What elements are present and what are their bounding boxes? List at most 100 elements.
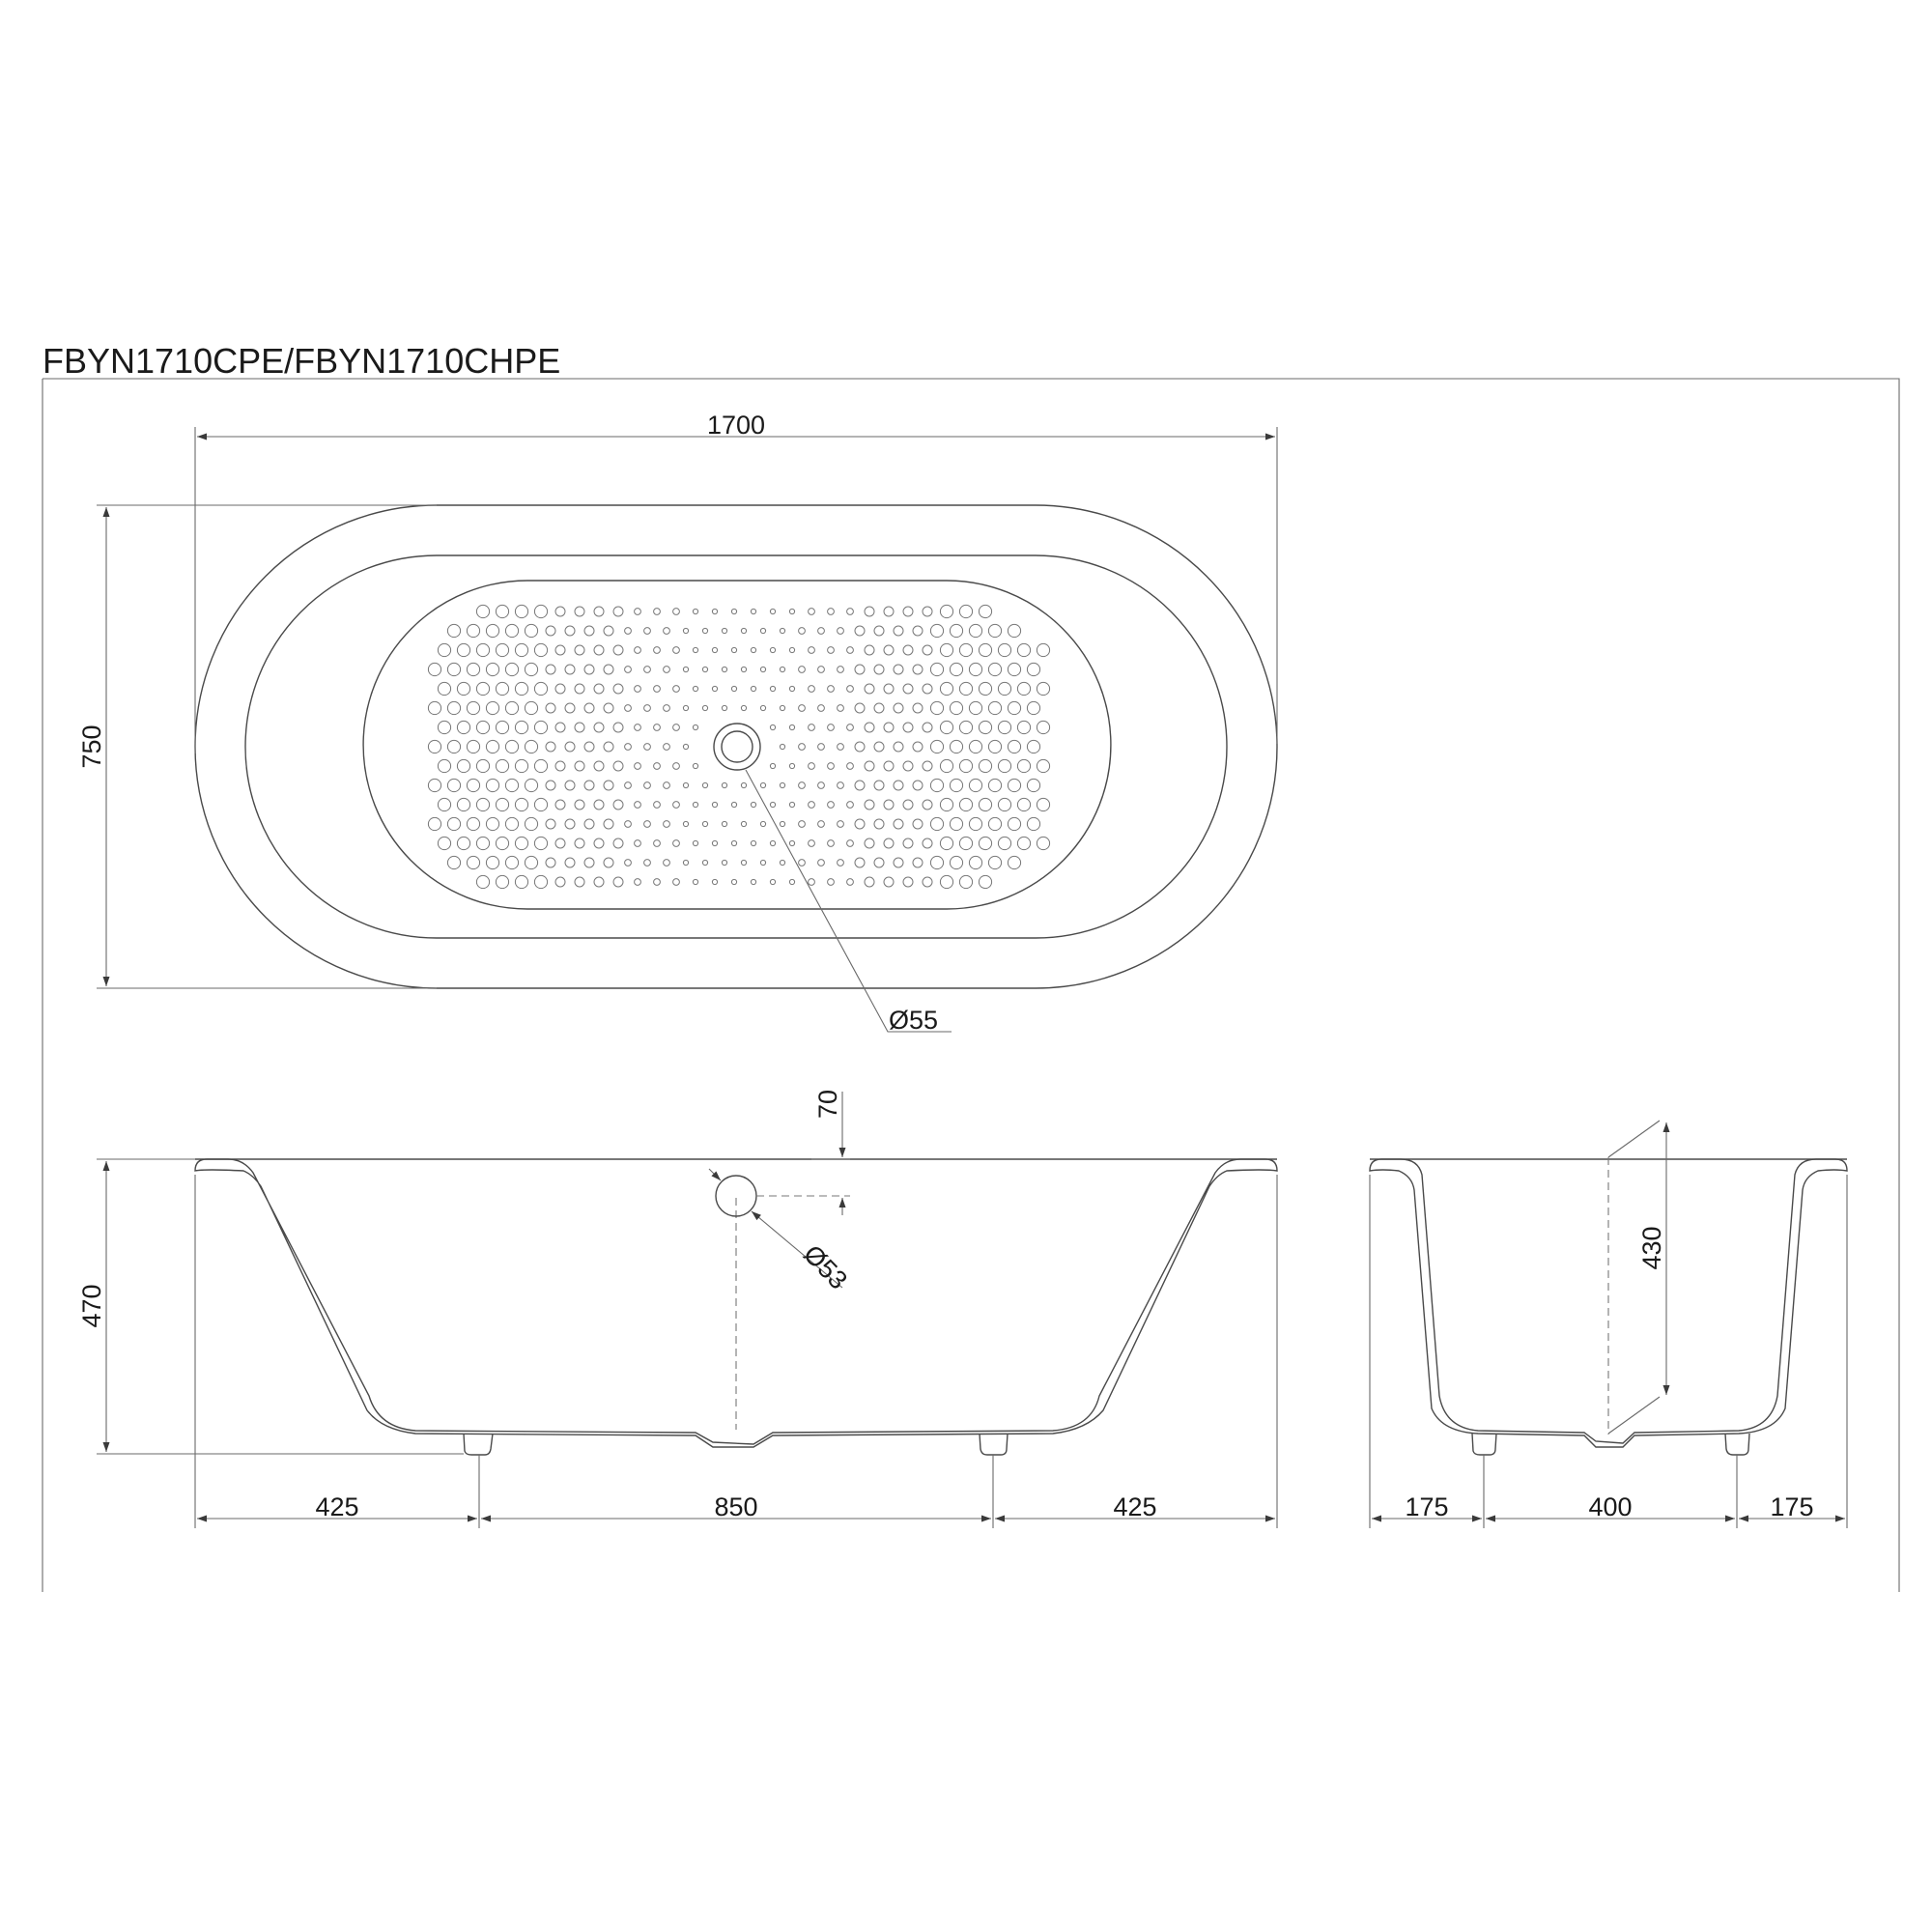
anti-slip-dot xyxy=(634,646,641,654)
anti-slip-dot xyxy=(864,722,875,733)
anti-slip-dot xyxy=(701,666,709,673)
anti-slip-dot xyxy=(854,780,866,791)
anti-slip-dot xyxy=(701,627,709,635)
anti-slip-dot xyxy=(779,627,786,635)
anti-slip-dot xyxy=(750,646,757,654)
anti-slip-dot xyxy=(854,625,866,637)
anti-slip-dot xyxy=(968,855,983,870)
anti-slip-dot xyxy=(533,836,549,851)
anti-slip-dot xyxy=(958,836,974,851)
dim-height-label: 470 xyxy=(77,1284,106,1327)
anti-slip-dot xyxy=(922,722,933,733)
anti-slip-dot xyxy=(978,836,993,851)
anti-slip-dot xyxy=(495,797,510,812)
anti-slip-dot xyxy=(788,724,796,731)
drawing-title: FBYN1710CPE/FBYN1710CHPE xyxy=(43,341,560,381)
anti-slip-dot xyxy=(711,646,719,654)
anti-slip-dot xyxy=(692,685,699,693)
anti-slip-dot xyxy=(672,685,680,693)
anti-slip-dot xyxy=(564,818,576,830)
anti-slip-dot xyxy=(533,720,549,735)
anti-slip-dot xyxy=(730,878,738,886)
anti-slip-dot xyxy=(721,627,728,635)
anti-slip-dot xyxy=(788,801,796,809)
anti-slip-dot xyxy=(437,836,452,851)
anti-slip-dot xyxy=(701,859,709,867)
anti-slip-dot xyxy=(750,685,757,693)
anti-slip-dot xyxy=(1007,855,1022,870)
anti-slip-dot xyxy=(574,876,585,888)
anti-slip-dot xyxy=(846,839,854,847)
anti-slip-dot xyxy=(997,642,1012,658)
anti-slip-dot xyxy=(485,778,500,793)
anti-slip-dot xyxy=(883,760,895,772)
anti-slip-dot xyxy=(902,838,914,849)
anti-slip-dot xyxy=(466,739,481,754)
anti-slip-dot xyxy=(759,627,767,635)
anti-slip-dot xyxy=(817,743,825,751)
anti-slip-dot xyxy=(883,683,895,695)
anti-slip-dot xyxy=(456,836,471,851)
tub-floor xyxy=(362,580,1112,910)
anti-slip-dot xyxy=(968,662,983,677)
anti-slip-dot xyxy=(446,662,462,677)
anti-slip-dot xyxy=(682,704,690,712)
anti-slip-dot xyxy=(612,799,624,810)
anti-slip-dot xyxy=(958,797,974,812)
anti-slip-dot xyxy=(1007,778,1022,793)
anti-slip-dot xyxy=(893,818,904,830)
anti-slip-dot xyxy=(672,801,680,809)
anti-slip-dot xyxy=(827,762,835,770)
anti-slip-dot xyxy=(873,625,885,637)
anti-slip-dot xyxy=(692,762,699,770)
anti-slip-dot xyxy=(446,855,462,870)
anti-slip-dot xyxy=(643,743,651,751)
anti-slip-dot xyxy=(446,778,462,793)
anti-slip-dot xyxy=(624,859,632,867)
anti-slip-dot xyxy=(603,780,614,791)
anti-slip-dot xyxy=(624,627,632,635)
anti-slip-dot xyxy=(1016,642,1032,658)
anti-slip-dot xyxy=(692,646,699,654)
anti-slip-dot xyxy=(997,758,1012,774)
anti-slip-dot xyxy=(653,839,661,847)
anti-slip-dot xyxy=(583,702,595,714)
anti-slip-dot xyxy=(466,855,481,870)
anti-slip-dot xyxy=(939,797,954,812)
overflow-leader xyxy=(751,1210,843,1289)
anti-slip-dot xyxy=(583,780,595,791)
anti-slip-dot xyxy=(495,720,510,735)
anti-slip-dot xyxy=(997,720,1012,735)
anti-slip-dot xyxy=(643,781,651,789)
anti-slip-dot xyxy=(456,642,471,658)
anti-slip-dot xyxy=(978,681,993,696)
anti-slip-dot xyxy=(446,700,462,716)
anti-slip-dot xyxy=(949,855,964,870)
anti-slip-dot xyxy=(593,606,605,617)
anti-slip-dot xyxy=(939,642,954,658)
anti-slip-dot xyxy=(827,724,835,731)
anti-slip-dot xyxy=(701,820,709,828)
anti-slip-dot xyxy=(846,685,854,693)
anti-slip-dot xyxy=(893,780,904,791)
anti-slip-dot xyxy=(1007,700,1022,716)
top-view: Ø55 1700 750 xyxy=(77,411,1278,1035)
anti-slip-dot xyxy=(485,816,500,832)
anti-slip-dot xyxy=(912,625,923,637)
anti-slip-dot xyxy=(643,820,651,828)
anti-slip-dot xyxy=(779,781,786,789)
dim-length-label: 1700 xyxy=(707,411,765,440)
anti-slip-dot xyxy=(912,780,923,791)
anti-slip-dot xyxy=(721,820,728,828)
anti-slip-dot xyxy=(987,623,1003,639)
front-view: Ø53 70 470 425 850 425 xyxy=(77,1090,1278,1528)
anti-slip-dot xyxy=(603,857,614,868)
drain-leader xyxy=(745,769,952,1033)
anti-slip-dot xyxy=(437,642,452,658)
anti-slip-dot xyxy=(466,623,481,639)
anti-slip-dot xyxy=(437,681,452,696)
anti-slip-dot xyxy=(1016,797,1032,812)
anti-slip-dot xyxy=(837,743,844,751)
anti-slip-dot xyxy=(514,720,529,735)
